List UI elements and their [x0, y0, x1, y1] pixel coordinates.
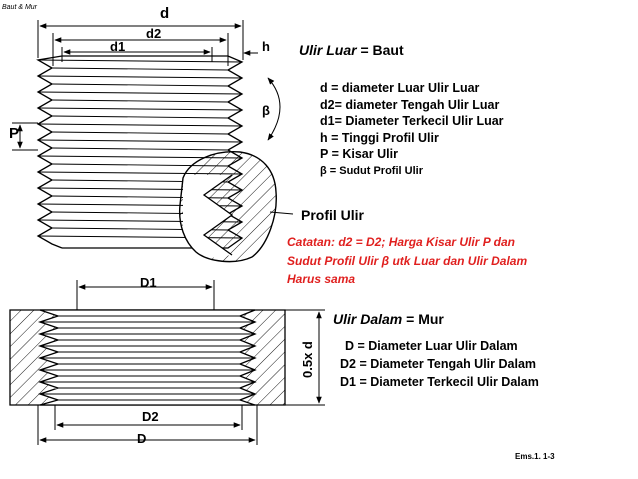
legend-item: d2= diameter Tengah Ulir Luar: [320, 97, 500, 112]
nut-dimensions: [37, 280, 325, 445]
dim-p-label: P: [9, 125, 20, 142]
dim-D1-label: D1: [140, 275, 157, 290]
legend-item: P = Kisar Ulir: [320, 147, 398, 161]
note-line: Harus sama: [287, 272, 356, 286]
external-legend: d = diameter Luar Ulir Luar d2= diameter…: [320, 80, 504, 179]
legend-item: d1= Diameter Terkecil Ulir Luar: [320, 114, 504, 128]
internal-legend: D = Diameter Luar Ulir Dalam D2 = Diamet…: [340, 337, 539, 391]
external-thread-title-rest: = Baut: [356, 42, 404, 58]
note-line: Sudut Profil Ulir β utk Luar dan Ulir Da…: [287, 253, 528, 268]
legend-item: β = Sudut Profil Ulir: [320, 164, 423, 177]
legend-item: D1 = Diameter Terkecil Ulir Dalam: [340, 375, 539, 389]
internal-thread-title: Ulir Dalam = Mur: [333, 312, 444, 326]
legend-item: d = diameter Luar Ulir Luar: [320, 81, 480, 95]
dim-D2-label: D2: [142, 409, 159, 424]
external-thread-title-italic: Ulir Luar: [299, 42, 357, 58]
legend-item: D2 = Diameter Tengah Ulir Dalam: [340, 357, 537, 371]
internal-thread-title-italic: Ulir Dalam: [333, 311, 403, 327]
internal-thread-title-rest: = Mur: [402, 311, 444, 327]
page-reference: Ems.1. 1-3: [515, 452, 555, 461]
external-thread-title: Ulir Luar = Baut: [299, 43, 404, 57]
bolt-dimensions: [12, 20, 281, 151]
dim-D-label: D: [137, 431, 147, 446]
legend-item: h = Tinggi Profil Ulir: [320, 130, 439, 145]
profile-label: Profil Ulir: [301, 207, 365, 223]
dim-d1-label: d1: [110, 39, 126, 54]
nut-crest-lines: [40, 315, 255, 401]
note-line: Catatan: d2 = D2; Harga Kisar Ulir P dan: [287, 235, 515, 249]
dim-h-label: h: [262, 39, 270, 54]
corner-label: Baut & Mur: [2, 4, 38, 11]
dim-length-label: 0.5x d: [300, 341, 315, 378]
dim-d2-label: d2: [146, 26, 162, 41]
nut-body: [9, 309, 286, 406]
note-block: Catatan: d2 = D2; Harga Kisar Ulir P dan…: [287, 233, 527, 289]
legend-item: D = Diameter Luar Ulir Dalam: [345, 339, 518, 353]
dim-beta-label: β: [262, 103, 270, 118]
dim-d-label: d: [160, 5, 170, 22]
profile-detail: [178, 151, 294, 263]
